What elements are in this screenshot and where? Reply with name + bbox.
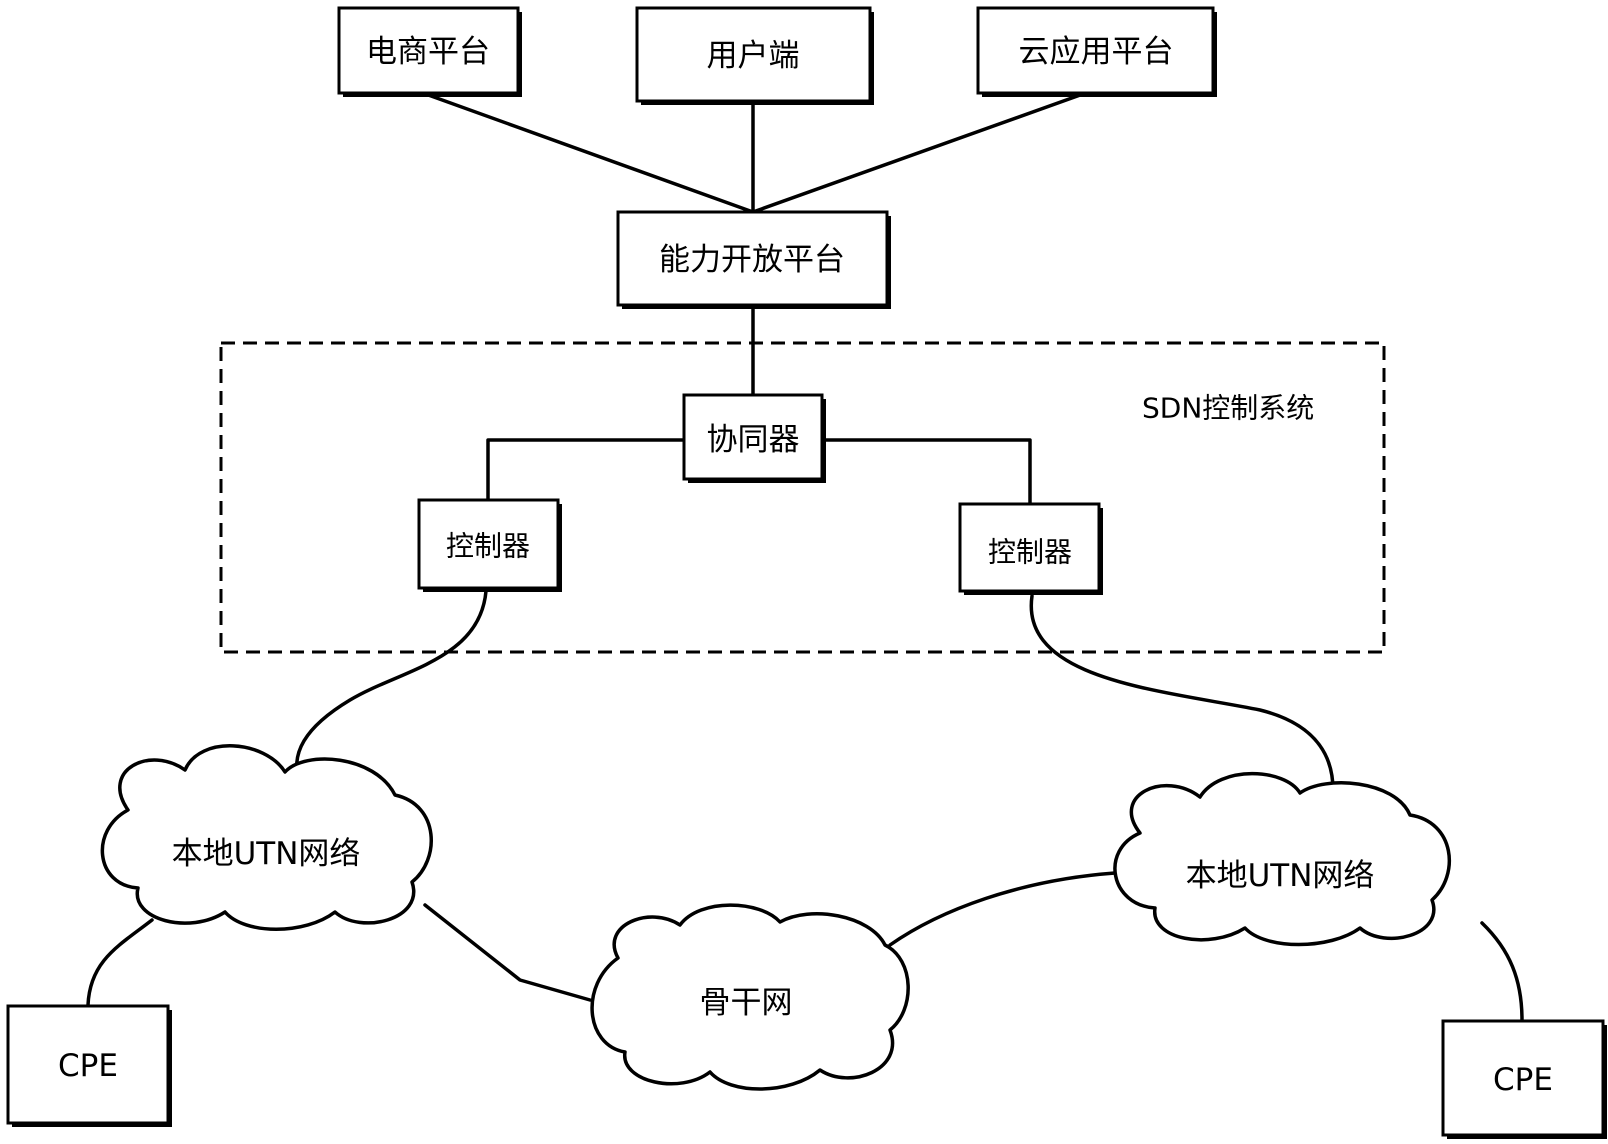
connector-coordinator-to-controller-left	[486, 438, 686, 504]
connector-local-utn-right-to-cpe-right	[1480, 921, 1524, 1022]
node-coordinator-label: 协同器	[707, 422, 800, 458]
connector-ecommerce-to-open-platform	[418, 90, 755, 214]
node-cloud-app-platform: 云应用平台	[976, 6, 1217, 97]
connector-local-utn-left-to-backbone	[423, 903, 592, 1002]
node-controller-left-label: 控制器	[446, 530, 530, 563]
node-open-platform: 能力开放平台	[616, 210, 891, 309]
connector-controller-right-to-local-utn-right	[1029, 594, 1335, 792]
node-ecommerce-platform: 电商平台	[337, 6, 522, 97]
node-controller-right: 控制器	[958, 502, 1103, 595]
cloud-backbone-shape	[590, 903, 910, 1091]
node-coordinator: 协同器	[682, 393, 826, 483]
connector-cloud-app-to-open-platform	[751, 92, 1085, 214]
node-user-side-label: 用户端	[707, 38, 800, 74]
cloud-local-utn-left-shape	[100, 744, 433, 931]
node-controller-left: 控制器	[417, 498, 562, 592]
node-controller-right-label: 控制器	[988, 536, 1072, 569]
node-cpe-left-label: CPE	[58, 1048, 118, 1084]
connectors-network	[86, 589, 1524, 1022]
cloud-backbone-label: 骨干网	[700, 985, 793, 1021]
cloud-local-utn-right: 本地UTN网络	[1113, 771, 1452, 947]
node-cpe-left: CPE	[6, 1004, 172, 1127]
connectors-top	[418, 90, 1085, 397]
connectors-sdn	[486, 438, 1032, 508]
sdn-control-system-label: SDN控制系统	[1142, 392, 1314, 425]
node-cpe-right: CPE	[1441, 1019, 1607, 1139]
cloud-local-utn-right-label: 本地UTN网络	[1186, 858, 1375, 894]
connector-local-utn-right-to-backbone	[888, 871, 1117, 947]
connector-controller-left-to-local-utn-left	[294, 589, 488, 774]
node-ecommerce-platform-label: 电商平台	[366, 34, 490, 70]
cloud-local-utn-right-shape	[1113, 771, 1452, 947]
sdn-control-system-boundary	[219, 341, 1386, 654]
cloud-local-utn-left: 本地UTN网络	[100, 744, 433, 931]
cloud-local-utn-left-label: 本地UTN网络	[172, 836, 361, 872]
connector-local-utn-left-to-cpe-left	[86, 918, 154, 1007]
connector-coordinator-to-controller-right	[820, 438, 1032, 508]
node-user-side: 用户端	[635, 6, 874, 105]
node-open-platform-label: 能力开放平台	[659, 242, 845, 278]
cloud-backbone: 骨干网	[590, 903, 910, 1091]
node-cloud-app-platform-label: 云应用平台	[1019, 34, 1174, 70]
node-cpe-right-label: CPE	[1493, 1062, 1553, 1098]
